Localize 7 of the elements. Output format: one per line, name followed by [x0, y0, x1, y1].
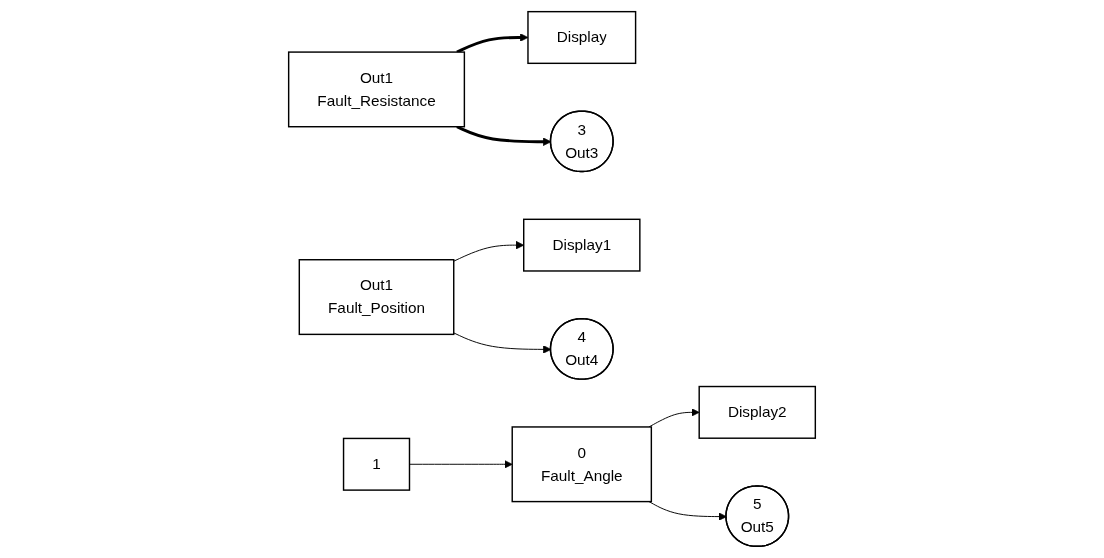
- node-box: Display: [527, 10, 637, 65]
- node-box: Out1 Fault_Resistance: [287, 51, 466, 128]
- node-box: 1: [342, 437, 411, 491]
- node-box: Display2: [698, 385, 817, 439]
- node-box: Display1: [523, 218, 641, 272]
- node-box: 0 Fault_Angle: [511, 426, 653, 503]
- node-box: Out1 Fault_Position: [298, 259, 455, 336]
